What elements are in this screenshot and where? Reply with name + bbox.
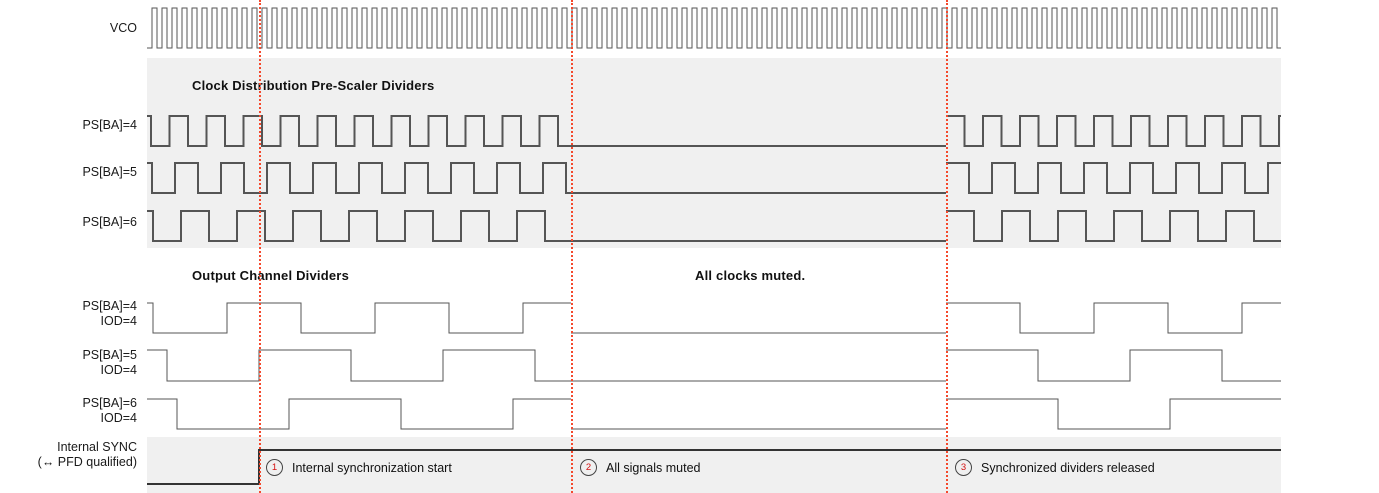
annotation-3: 3 Synchronized dividers released bbox=[955, 459, 1155, 476]
prescaler-section-title: Clock Distribution Pre-Scaler Dividers bbox=[192, 78, 435, 93]
row-label-out-ps5: PS[BA]=5 IOD=4 bbox=[82, 348, 137, 377]
row-label-out-ps4: PS[BA]=4 IOD=4 bbox=[82, 299, 137, 328]
row-label-ps6: PS[BA]=6 bbox=[82, 215, 137, 229]
sync-band bbox=[147, 437, 1281, 493]
prescaler-band bbox=[147, 58, 1281, 248]
event-marker-line-1 bbox=[259, 0, 261, 493]
marker-number-3-icon: 3 bbox=[955, 459, 972, 476]
row-label-ps4: PS[BA]=4 bbox=[82, 118, 137, 132]
annotation-3-text: Synchronized dividers released bbox=[981, 460, 1155, 475]
row-label-out-ps6: PS[BA]=6 IOD=4 bbox=[82, 396, 137, 425]
annotation-1-text: Internal synchronization start bbox=[292, 460, 452, 475]
row-label-internal-sync: Internal SYNC (↔ PFD qualified) bbox=[37, 440, 137, 469]
muted-caption: All clocks muted. bbox=[695, 268, 806, 283]
annotation-2-text: All signals muted bbox=[606, 460, 701, 475]
marker-number-1-icon: 1 bbox=[266, 459, 283, 476]
row-label-vco: VCO bbox=[109, 21, 137, 35]
annotation-2: 2 All signals muted bbox=[580, 459, 701, 476]
outputs-section-title: Output Channel Dividers bbox=[192, 268, 350, 283]
marker-number-2-icon: 2 bbox=[580, 459, 597, 476]
annotation-1: 1 Internal synchronization start bbox=[266, 459, 452, 476]
event-marker-line-3 bbox=[946, 0, 948, 493]
row-label-ps5: PS[BA]=5 bbox=[82, 165, 137, 179]
event-marker-line-2 bbox=[571, 0, 573, 493]
